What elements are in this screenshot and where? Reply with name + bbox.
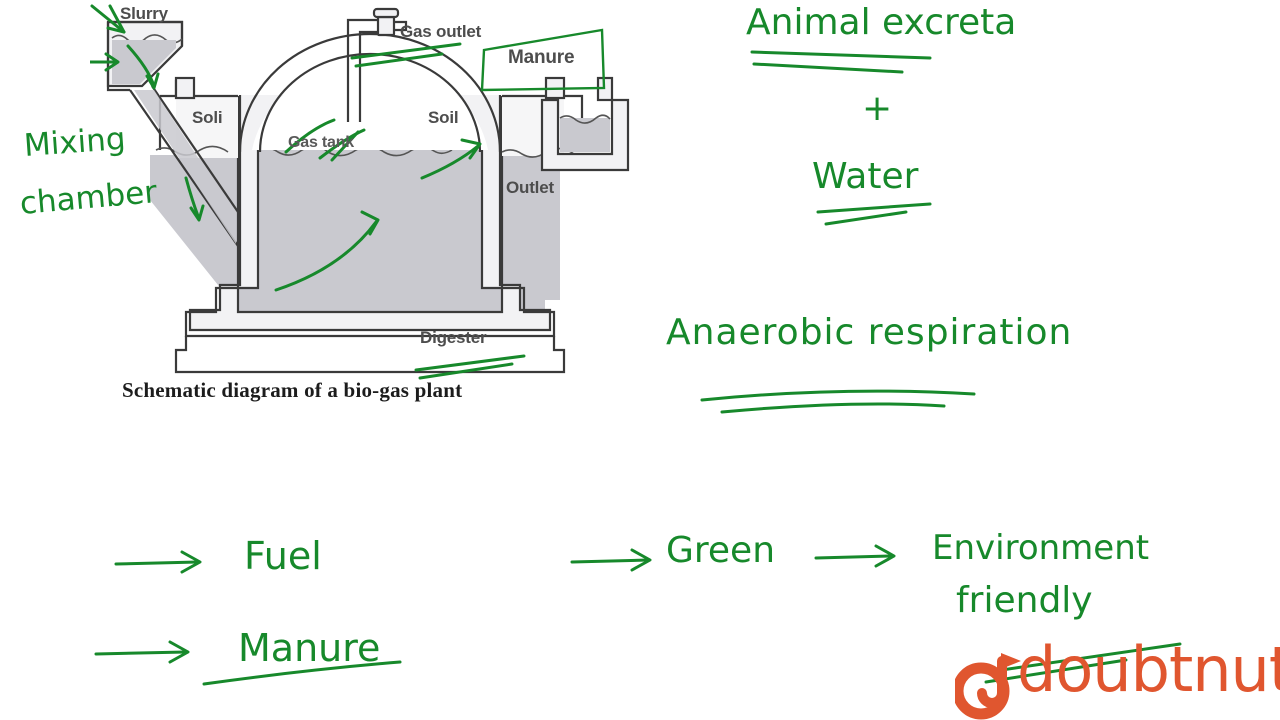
- underline-animal-excreta-1: [750, 50, 932, 60]
- underline-anaerobic-2: [720, 402, 946, 414]
- label-gas-outlet: Gas outlet: [400, 22, 482, 41]
- annotation-fuel: Fuel: [244, 534, 322, 578]
- label-digester: Digester: [420, 328, 487, 347]
- annotation-green: Green: [666, 530, 776, 571]
- annotation-animal-excreta: Animal excreta: [746, 2, 1017, 43]
- annotation-mixing: Mixing: [22, 120, 127, 164]
- underline-animal-excreta-2: [752, 62, 904, 74]
- annotation-plus: +: [862, 88, 893, 129]
- outlet-tank: [540, 98, 630, 172]
- figure-caption: Schematic diagram of a bio-gas plant: [122, 378, 463, 402]
- label-gas-tank: Gas tank: [288, 134, 354, 151]
- arrow-manure-head: [168, 640, 190, 664]
- arrow-environment-shaft: [814, 554, 894, 560]
- biogas-plant-figure: .ln { fill:none; stroke:#3a3a3a; stroke-…: [90, 0, 650, 420]
- arrow-fuel-head: [180, 550, 202, 574]
- annotation-manure-output: Manure: [238, 626, 381, 670]
- label-manure: Manure: [508, 47, 575, 68]
- annotation-water: Water: [812, 156, 919, 197]
- arrow-green-shaft: [570, 558, 650, 564]
- doubtnut-wordmark: doubtnut: [1017, 633, 1280, 706]
- annotation-friendly: friendly: [956, 580, 1093, 621]
- underline-water-2: [824, 210, 908, 226]
- label-soil-left: Soli: [192, 108, 223, 127]
- mixing-chamber-inlet: [106, 20, 239, 247]
- label-soil-right: Soil: [428, 108, 459, 127]
- annotation-anaerobic-respiration: Anaerobic respiration: [666, 312, 1073, 353]
- biogas-plant-drawing: .ln { fill:none; stroke:#3a3a3a; stroke-…: [90, 4, 630, 380]
- digester-outline: [174, 96, 566, 374]
- annotation-environment: Environment: [932, 528, 1150, 568]
- label-slurry: Slurry: [120, 4, 168, 23]
- underline-water-1: [816, 202, 932, 214]
- diagram-green-arrows: [90, 4, 526, 380]
- gas-outlet-pipe: [346, 7, 408, 122]
- doubtnut-logo[interactable]: doubtnut: [955, 639, 1280, 720]
- arrow-green-head: [630, 548, 652, 572]
- manure-callout-box: [480, 28, 606, 92]
- underline-anaerobic-1: [700, 389, 976, 402]
- arrow-fuel-shaft: [114, 560, 200, 566]
- arrow-manure-shaft: [94, 650, 188, 656]
- doubtnut-logo-mark-icon: [955, 653, 1021, 720]
- gas-dome: [238, 32, 502, 153]
- arrow-environment-head: [874, 544, 896, 568]
- label-outlet: Outlet: [506, 178, 554, 197]
